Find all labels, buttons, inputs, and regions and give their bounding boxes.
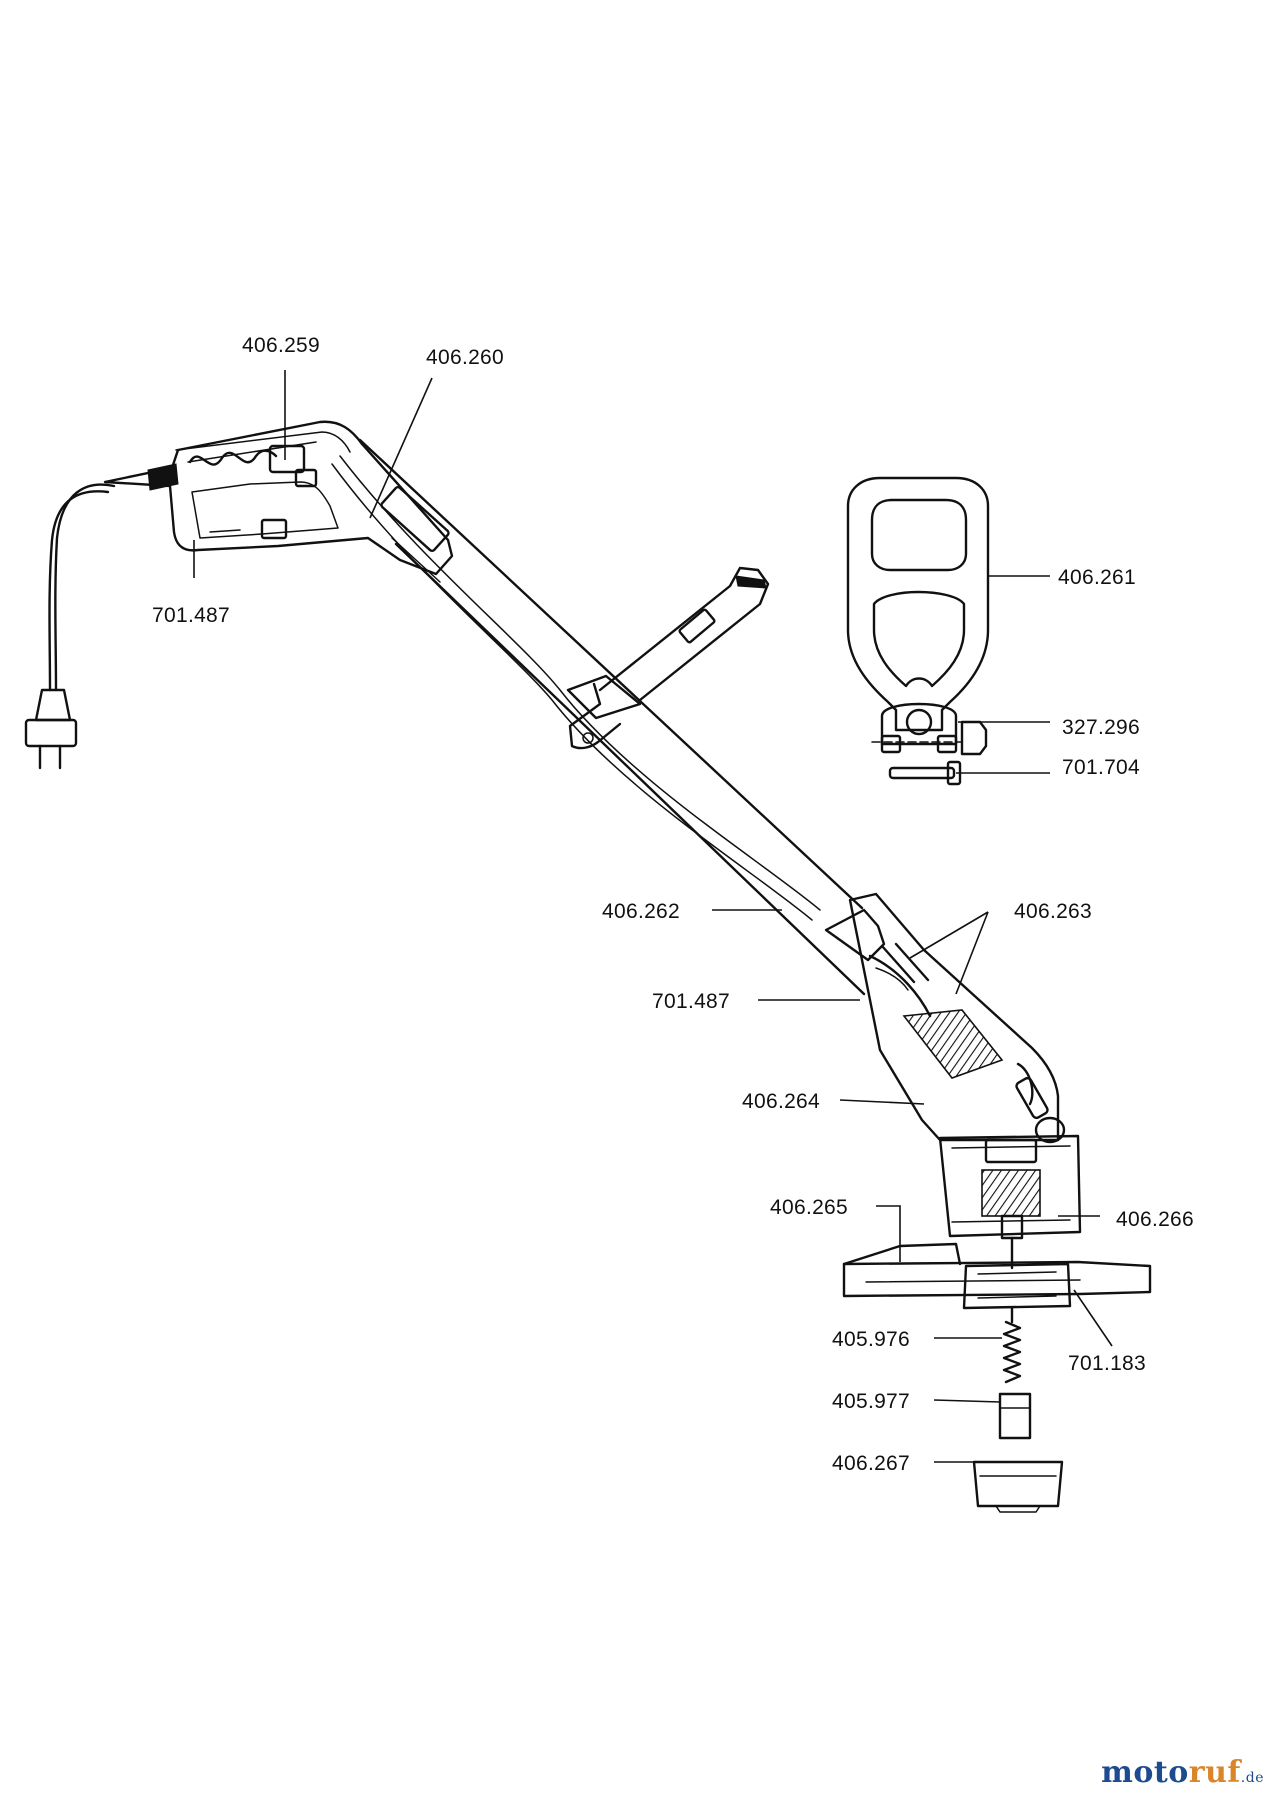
label-406-262: 406.262 [602,900,680,923]
label-406-263: 406.263 [1014,900,1092,923]
handle-screw [888,760,962,786]
motor-assembly [938,1134,1082,1270]
spool-cap [972,1460,1064,1513]
front-handle-mounted [566,566,770,750]
front-handle-exploded [846,476,990,756]
label-701-704: 701.704 [1062,756,1140,779]
label-405-976: 405.976 [832,1328,910,1351]
brand-logo-part2: ruf [1188,1755,1241,1790]
spool-bolt [998,1392,1032,1440]
power-plug [24,688,78,770]
brand-logo-domain: .de [1240,1770,1264,1786]
leader-lines [193,370,1113,1463]
label-701-183: 701.183 [1068,1352,1146,1375]
power-cord [48,483,116,692]
label-406-264: 406.264 [742,1090,820,1113]
label-406-260: 406.260 [426,346,504,369]
rear-handle [103,420,454,576]
part-labels: 406.259 406.260 701.487 406.261 327.296 … [152,334,1194,1475]
brand-logo: motoruf.de [1101,1755,1264,1790]
label-327-296: 327.296 [1062,716,1140,739]
label-406-266: 406.266 [1116,1208,1194,1231]
label-406-259: 406.259 [242,334,320,357]
label-701-487-handle: 701.487 [152,604,230,627]
cutting-guard [842,1242,1152,1324]
label-406-261: 406.261 [1058,566,1136,589]
spring [1002,1320,1022,1384]
label-405-977: 405.977 [832,1390,910,1413]
main-shaft [331,438,866,996]
motor-housing-upper [824,892,1066,1144]
label-701-487-shaft: 701.487 [652,990,730,1013]
label-406-265: 406.265 [770,1196,848,1219]
brand-logo-part1: moto [1101,1755,1189,1790]
label-406-267: 406.267 [832,1452,910,1475]
